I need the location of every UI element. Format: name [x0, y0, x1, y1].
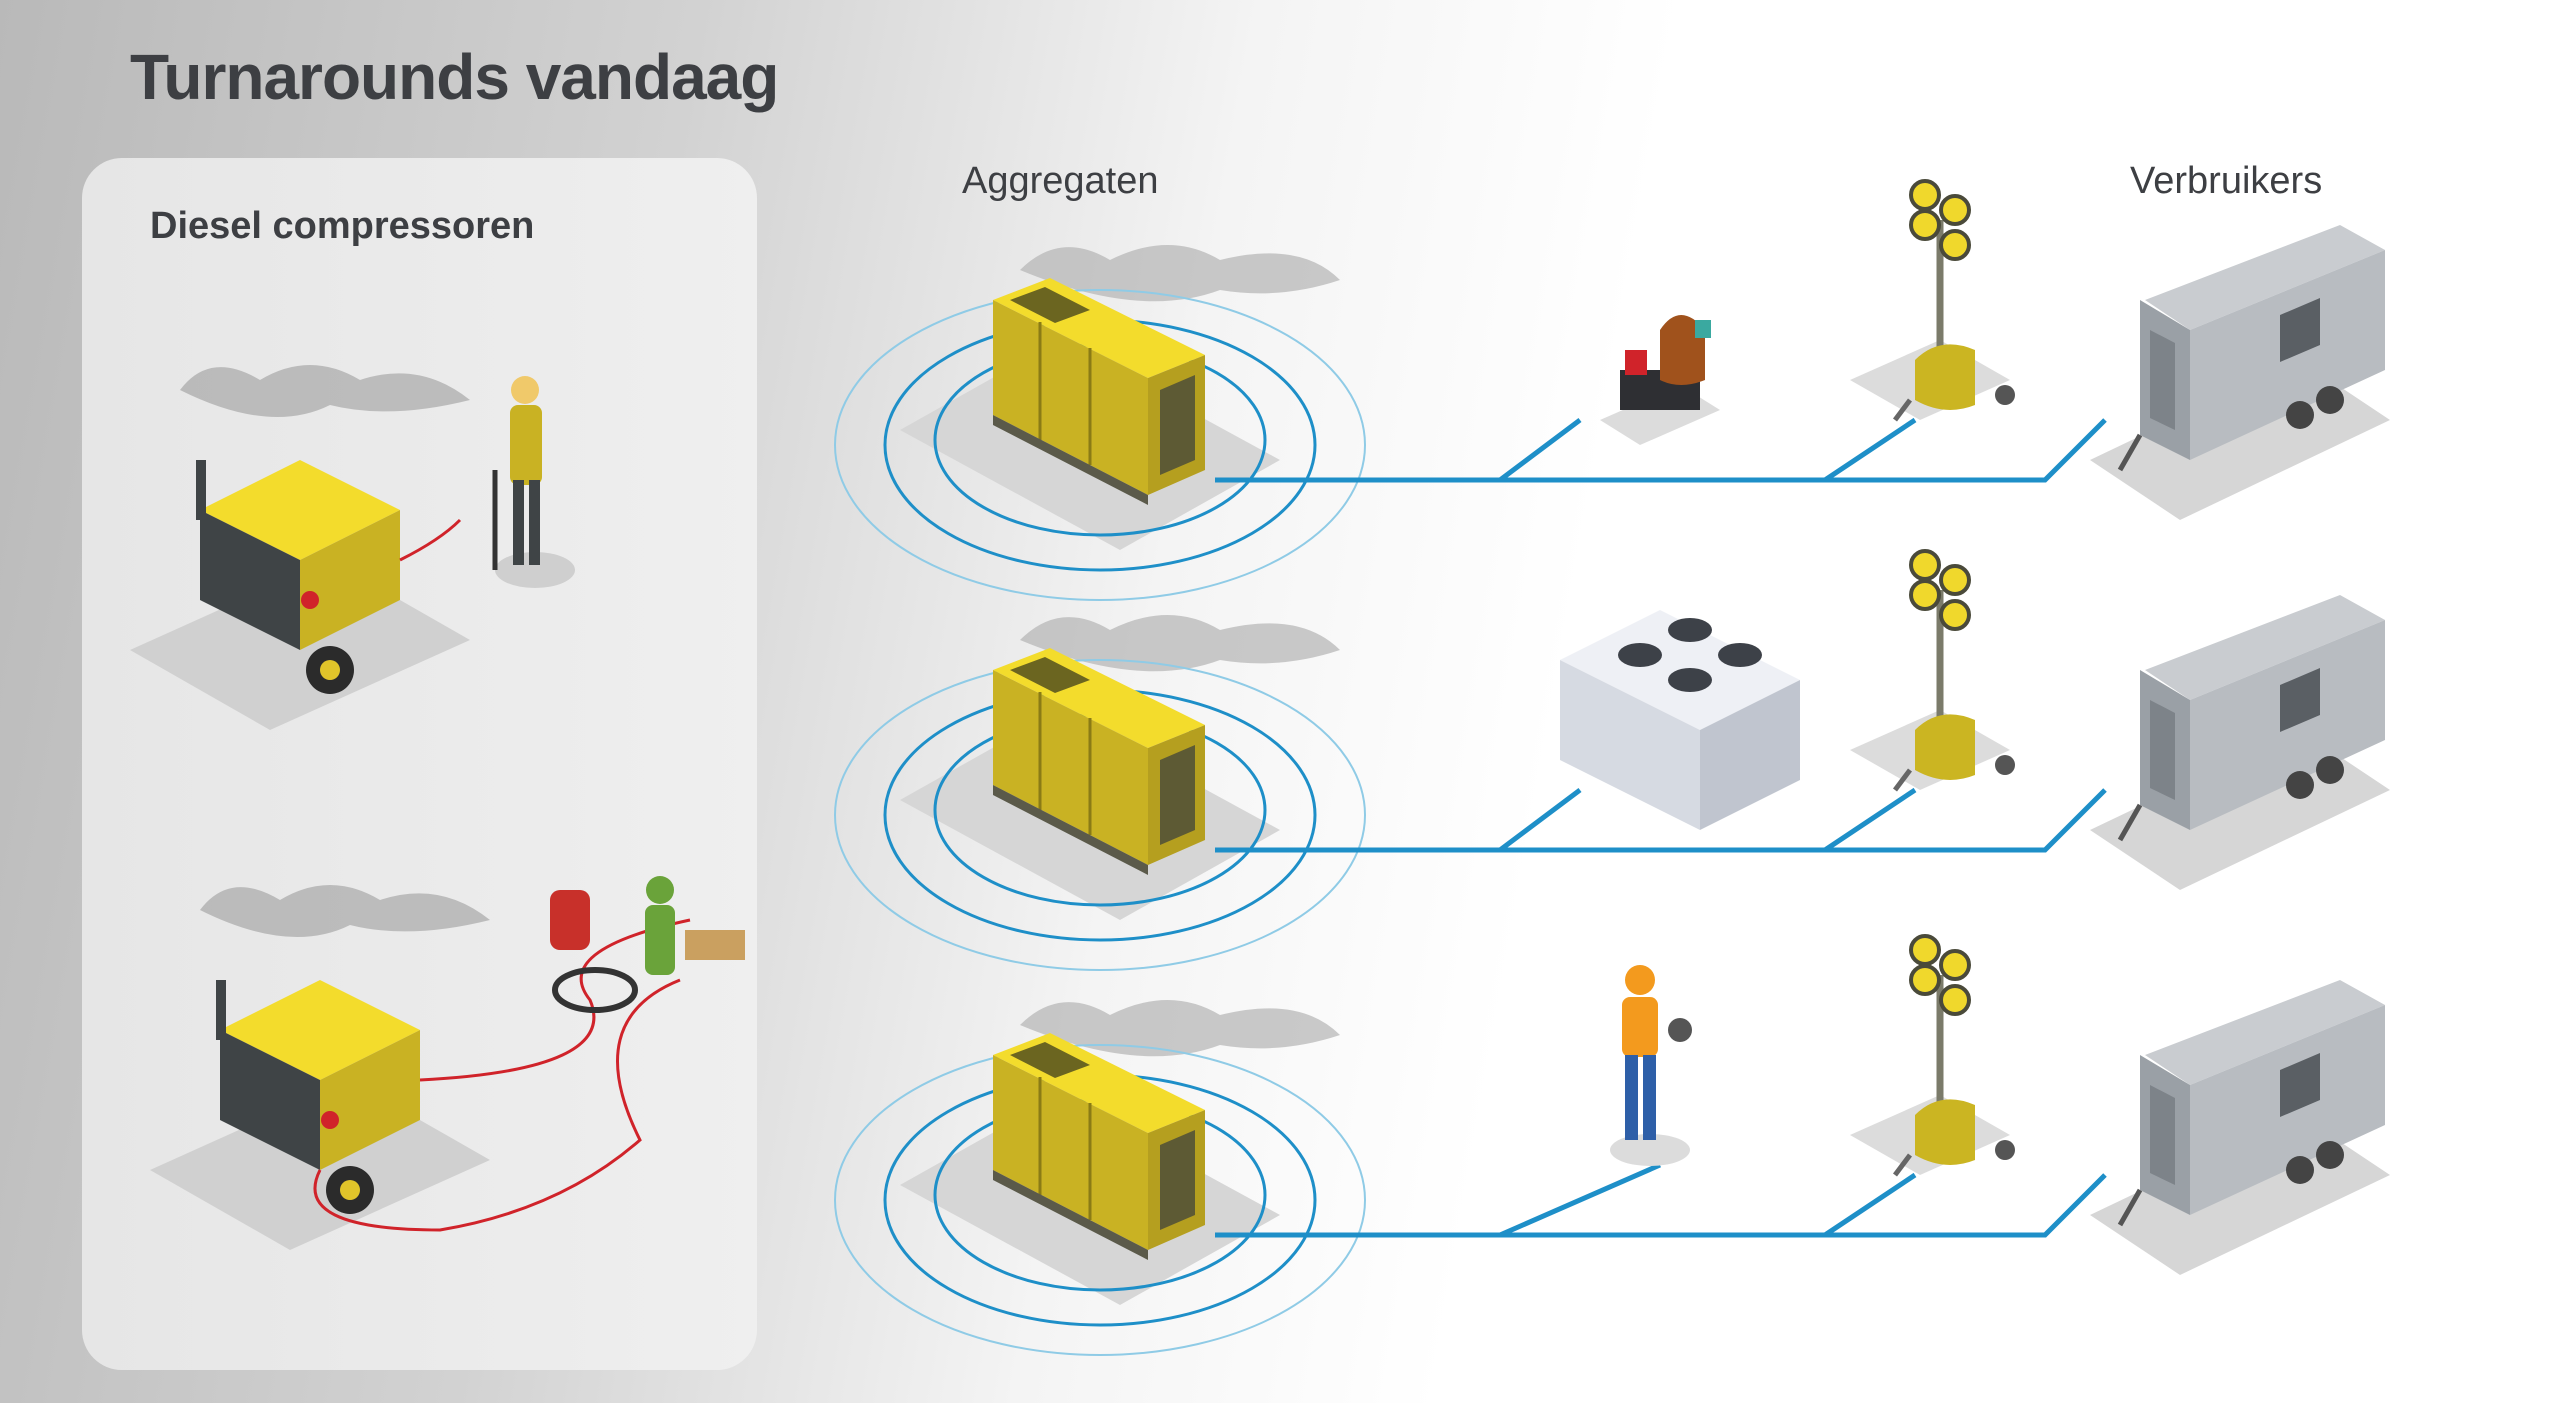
power-cable — [1215, 417, 2107, 483]
light-tower-icon — [1850, 181, 2015, 420]
column-label-generators: Aggregaten — [962, 160, 1159, 202]
site-trailer-icon — [2090, 595, 2390, 890]
panel-title: Diesel compressoren — [150, 205, 535, 247]
generator-icon — [833, 998, 1367, 1357]
site-trailer-icon — [2090, 980, 2390, 1275]
welder-icon — [1600, 315, 1720, 445]
power-cable — [1215, 787, 2107, 853]
page-title: Turnarounds vandaag — [130, 41, 779, 113]
generator-row-2 — [833, 551, 2390, 972]
generator-icon — [833, 243, 1367, 602]
column-label-consumers: Verbruikers — [2130, 160, 2323, 202]
light-tower-icon — [1850, 551, 2015, 790]
grinder-worker-icon — [1610, 965, 1692, 1166]
light-tower-icon — [1850, 936, 2015, 1175]
generator-icon — [833, 613, 1367, 972]
generator-row-3 — [833, 936, 2390, 1357]
compressor-with-sandblast-worker — [150, 876, 745, 1250]
power-cable — [1215, 1162, 2107, 1238]
site-trailer-icon — [2090, 225, 2390, 520]
chiller-unit-icon — [1560, 610, 1800, 830]
generator-row-1 — [833, 181, 2390, 602]
compressor-with-jackhammer-worker — [130, 365, 575, 730]
